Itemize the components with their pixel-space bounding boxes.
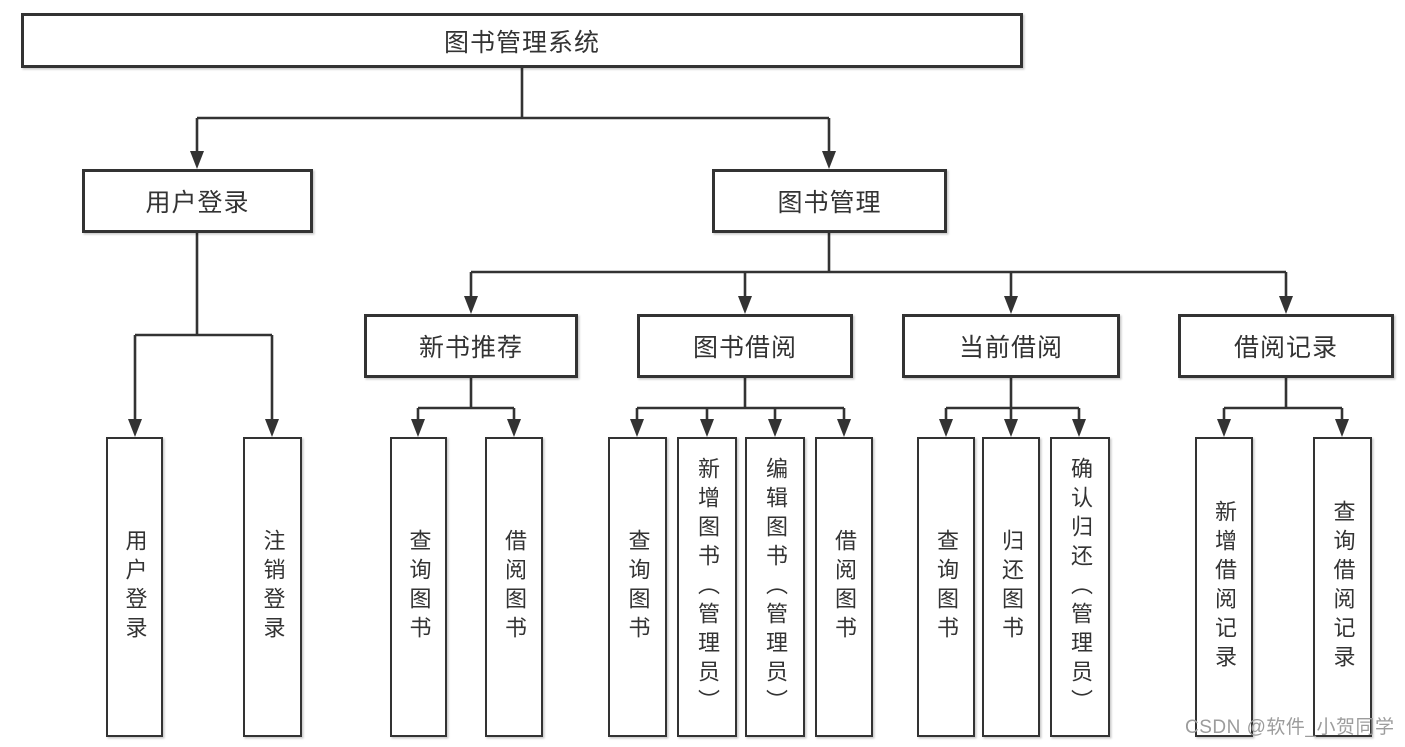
leaf-user-login: 用户登录 bbox=[106, 437, 163, 737]
leaf-borrow-books-recommend: 借阅图书 bbox=[485, 437, 543, 737]
leaf-borrow-books: 借阅图书 bbox=[815, 437, 873, 737]
node-book-management: 图书管理 bbox=[712, 169, 947, 233]
node-user-login: 用户登录 bbox=[82, 169, 313, 233]
leaf-add-borrow-record: 新增借阅记录 bbox=[1195, 437, 1253, 737]
node-borrow-records: 借阅记录 bbox=[1178, 314, 1394, 378]
leaf-return-book: 归还图书 bbox=[982, 437, 1040, 737]
node-book-borrow: 图书借阅 bbox=[637, 314, 853, 378]
leaf-query-borrow-record: 查询借阅记录 bbox=[1313, 437, 1372, 737]
leaf-logout: 注销登录 bbox=[243, 437, 302, 737]
node-current-borrow: 当前借阅 bbox=[902, 314, 1120, 378]
leaf-query-books-borrow: 查询图书 bbox=[608, 437, 667, 737]
leaf-add-book-admin: 新增图书（管理员） bbox=[677, 437, 737, 737]
node-library-management-system: 图书管理系统 bbox=[21, 13, 1023, 68]
leaf-confirm-return-admin: 确认归还（管理员） bbox=[1050, 437, 1110, 737]
leaf-query-books-recommend: 查询图书 bbox=[390, 437, 447, 737]
watermark: CSDN @软件_小贺同学 bbox=[1185, 717, 1395, 738]
leaf-query-books-current: 查询图书 bbox=[917, 437, 975, 737]
node-new-book-recommend: 新书推荐 bbox=[364, 314, 578, 378]
leaf-edit-book-admin: 编辑图书（管理员） bbox=[745, 437, 805, 737]
